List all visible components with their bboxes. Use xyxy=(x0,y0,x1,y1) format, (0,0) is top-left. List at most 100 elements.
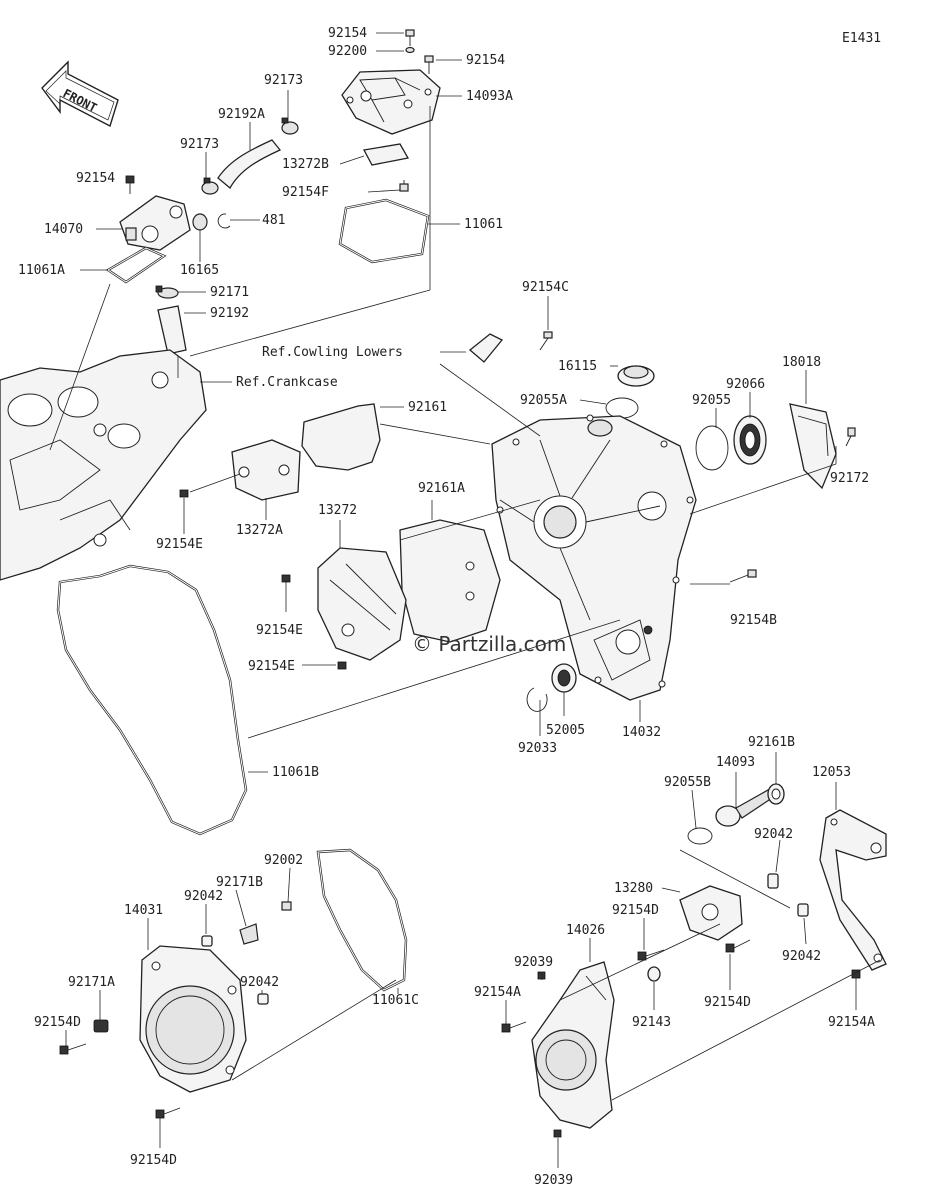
label-14070[interactable]: 14070 xyxy=(44,222,83,237)
clutch-cover-14032[interactable] xyxy=(491,414,697,701)
bolt-92154-left[interactable] xyxy=(125,175,135,194)
label-14026[interactable]: 14026 xyxy=(566,923,605,938)
ring-16165[interactable] xyxy=(192,213,208,231)
oring-92055A[interactable] xyxy=(605,397,639,419)
clamp-92173-a[interactable] xyxy=(281,117,299,135)
label-481[interactable]: 481 xyxy=(262,213,285,228)
window-92066[interactable] xyxy=(733,415,767,465)
hose-92192A[interactable] xyxy=(217,139,282,190)
gasket-11061B[interactable] xyxy=(56,564,248,836)
label-92039[interactable]: 92039 xyxy=(514,955,553,970)
label-11061[interactable]: 11061 xyxy=(464,217,503,232)
label-92042[interactable]: 92042 xyxy=(240,975,279,990)
seal-52005[interactable] xyxy=(551,663,577,693)
label-92033[interactable]: 92033 xyxy=(518,741,557,756)
label-14093[interactable]: 14093 xyxy=(716,755,755,770)
bolt-92154C[interactable] xyxy=(539,331,553,351)
bolt-92039-b[interactable] xyxy=(553,1129,562,1138)
label-92154E[interactable]: 92154E xyxy=(156,537,203,552)
label-13272[interactable]: 13272 xyxy=(318,503,357,518)
label-92039[interactable]: 92039 xyxy=(534,1173,573,1188)
gasket-11061A[interactable] xyxy=(105,246,167,284)
label-92042[interactable]: 92042 xyxy=(754,827,793,842)
oring-92055B[interactable] xyxy=(687,827,713,845)
dowel-92042-r1[interactable] xyxy=(767,873,779,889)
label-92154D[interactable]: 92154D xyxy=(704,995,751,1010)
label-11061B[interactable]: 11061B xyxy=(272,765,319,780)
label-13280[interactable]: 13280 xyxy=(614,881,653,896)
label-92171B[interactable]: 92171B xyxy=(216,875,263,890)
gasket-11061C[interactable] xyxy=(316,848,408,992)
label-52005[interactable]: 52005 xyxy=(546,723,585,738)
cover-18018[interactable] xyxy=(789,403,837,490)
bolt-92154D-l[interactable] xyxy=(59,1043,87,1055)
label-14031[interactable]: 14031 xyxy=(124,903,163,918)
dowel-92042-l1[interactable] xyxy=(201,935,213,947)
label-92055[interactable]: 92055 xyxy=(692,393,731,408)
bolt-92154E-a[interactable] xyxy=(179,489,189,498)
gasket-11061[interactable] xyxy=(338,198,430,264)
hose-92192[interactable] xyxy=(157,305,187,355)
clamp-92171[interactable] xyxy=(155,285,179,299)
label-92042[interactable]: 92042 xyxy=(782,949,821,964)
label-92154[interactable]: 92154 xyxy=(328,26,367,41)
label-92200[interactable]: 92200 xyxy=(328,44,367,59)
label-14032[interactable]: 14032 xyxy=(622,725,661,740)
dowel-92042-l2[interactable] xyxy=(257,993,269,1005)
label-92042[interactable]: 92042 xyxy=(184,889,223,904)
label-92154D[interactable]: 92154D xyxy=(130,1153,177,1168)
cap-16115[interactable] xyxy=(617,365,655,387)
breather-cover-14093A[interactable] xyxy=(341,69,441,135)
label-92171A[interactable]: 92171A xyxy=(68,975,115,990)
label-92154E[interactable]: 92154E xyxy=(256,623,303,638)
label-92154[interactable]: 92154 xyxy=(466,53,505,68)
label-92172[interactable]: 92172 xyxy=(830,471,869,486)
label-92173[interactable]: 92173 xyxy=(180,137,219,152)
label-92192A[interactable]: 92192A xyxy=(218,107,265,122)
label-14093A[interactable]: 14093A xyxy=(466,89,513,104)
plate-13272[interactable] xyxy=(317,547,407,661)
label-92154C[interactable]: 92154C xyxy=(522,280,569,295)
label-92154[interactable]: 92154 xyxy=(76,171,115,186)
insulator-92161A[interactable] xyxy=(399,519,501,643)
circlip-481[interactable] xyxy=(217,213,231,229)
washer-92143[interactable] xyxy=(647,966,661,982)
label-92143[interactable]: 92143 xyxy=(632,1015,671,1030)
housing-13280[interactable] xyxy=(679,885,743,941)
bolt-92154F[interactable] xyxy=(399,180,409,192)
label-92154A[interactable]: 92154A xyxy=(474,985,521,1000)
oring-92055[interactable] xyxy=(695,425,729,471)
label-92161A[interactable]: 92161A xyxy=(418,481,465,496)
label-92161[interactable]: 92161 xyxy=(408,400,447,415)
bolt-92154D-r1[interactable] xyxy=(637,949,665,961)
label-92055A[interactable]: 92055A xyxy=(520,393,567,408)
bolt-92002[interactable] xyxy=(281,901,292,911)
bolt-92154D-bottom[interactable] xyxy=(155,1107,181,1119)
label-92154F[interactable]: 92154F xyxy=(282,185,329,200)
sprocket-cover-14026[interactable] xyxy=(531,961,615,1129)
label-92154D[interactable]: 92154D xyxy=(612,903,659,918)
bolt-92172[interactable] xyxy=(845,427,856,447)
label-92154A[interactable]: 92154A xyxy=(828,1015,875,1030)
label-92066[interactable]: 92066 xyxy=(726,377,765,392)
label-13272B[interactable]: 13272B xyxy=(282,157,329,172)
plate-13272A[interactable] xyxy=(231,439,301,501)
label-92192[interactable]: 92192 xyxy=(210,306,249,321)
clamp-92171A[interactable] xyxy=(93,1019,109,1033)
label-11061A[interactable]: 11061A xyxy=(18,263,65,278)
bolt-92154-top2[interactable] xyxy=(424,55,434,74)
label-92154B[interactable]: 92154B xyxy=(730,613,777,628)
bolt-92154E-b[interactable] xyxy=(281,574,291,583)
label-92154E[interactable]: 92154E xyxy=(248,659,295,674)
bolt-92154-top[interactable] xyxy=(405,29,415,46)
clamp-92173-b[interactable] xyxy=(201,177,219,195)
shaft-14093[interactable] xyxy=(715,789,773,827)
label-18018[interactable]: 18018 xyxy=(782,355,821,370)
seal-92161B[interactable] xyxy=(767,783,785,805)
generator-cover-14031[interactable] xyxy=(139,945,247,1093)
label-16165[interactable]: 16165 xyxy=(180,263,219,278)
insulator-92161[interactable] xyxy=(301,403,381,471)
label-92055B[interactable]: 92055B xyxy=(664,775,711,790)
label-92171[interactable]: 92171 xyxy=(210,285,249,300)
bolt-92039-a[interactable] xyxy=(537,971,546,980)
